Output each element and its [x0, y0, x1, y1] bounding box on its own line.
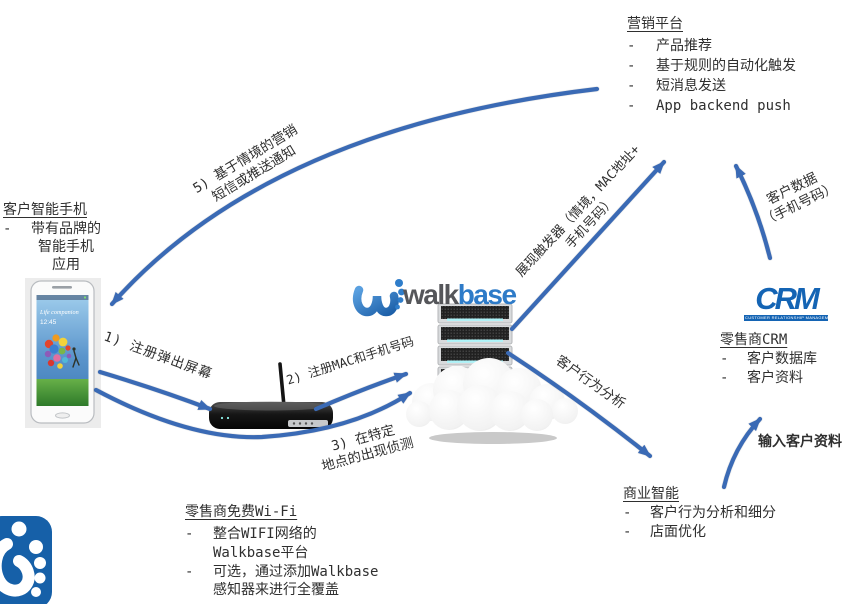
walkbase-wordmark-base: base	[457, 279, 517, 310]
walkbase-wordmark: walkbase	[403, 279, 517, 311]
smartphone-icon: Life companion 12:45	[25, 278, 101, 428]
list-item-continuation: Walkbase平台	[213, 544, 309, 561]
list-item: -App backend push	[627, 98, 791, 114]
marketing-platform-block: 营销平台 -产品推荐 -基于规则的自动化触发 -短消息发送 -App backe…	[627, 12, 796, 116]
server-cloud-icon	[406, 303, 578, 444]
list-item: -短消息发送	[627, 78, 726, 94]
arrow-step5-marketing-to-phone	[109, 86, 600, 307]
walkbase-footprint-icon	[352, 279, 405, 317]
business-intelligence-title: 商业智能	[623, 486, 679, 502]
wifi-router-image	[200, 358, 340, 438]
person-silhouette-icon	[72, 347, 80, 368]
smartphone-image: Life companion 12:45	[24, 272, 104, 430]
arrow-customer-data-crm-to-marketing	[733, 163, 773, 261]
retailer-wifi-title: 零售商免费Wi-Fi	[185, 504, 298, 520]
list-item: -客户行为分析和细分	[623, 505, 776, 521]
crm-logo-text: CRM	[755, 281, 820, 316]
crm-logo-subtext: CUSTOMER RELATIONSHIP MANAGEMENT	[744, 315, 828, 321]
list-item: -客户资料	[720, 370, 803, 386]
list-item: -基于规则的自动化触发	[627, 58, 796, 74]
arrow-trigger-servers-to-marketing	[509, 159, 667, 332]
arrow-input-profile-bi-to-crm	[721, 416, 763, 490]
marketing-platform-title: 营销平台	[627, 16, 683, 32]
customer-smartphone-title: 客户智能手机	[3, 202, 87, 218]
list-item: -产品推荐	[627, 38, 712, 54]
arrow-step3-phone-to-cloud	[93, 387, 413, 440]
arrow-behavior-cloud-to-bi	[505, 350, 653, 459]
walkbase-wordmark-walk: walk	[403, 279, 459, 310]
svg-text:12:45: 12:45	[40, 319, 57, 326]
list-item: -店面优化	[623, 523, 706, 540]
retailer-crm-title: 零售商CRM	[720, 332, 788, 348]
list-item: - 带有品牌的 智能手机 应用	[3, 221, 101, 273]
business-intelligence-block: 商业智能 -客户行为分析和细分 -店面优化	[623, 485, 776, 541]
retailer-wifi-block: 零售商免费Wi-Fi -整合WIFI网络的 Walkbase平台 -可选，通过添…	[185, 503, 378, 600]
arrow-step2-router-to-cloud	[313, 371, 409, 412]
walkbase-badge	[0, 514, 58, 604]
label-input-profile: 输入客户资料	[758, 434, 842, 450]
list-item-continuation: 感知器来进行全覆盖	[213, 582, 339, 599]
walkbase-badge-icon	[0, 516, 52, 604]
balloons-icon	[44, 334, 72, 369]
arrow-step1-phone-to-router	[97, 369, 213, 412]
router-icon	[209, 362, 333, 429]
list-item: -整合WIFI网络的	[185, 526, 317, 542]
server-cloud-image	[405, 296, 585, 448]
walkbase-logo	[352, 274, 406, 322]
cloud-icon	[406, 358, 578, 431]
retailer-crm-block: 零售商CRM -客户数据库 -客户资料	[720, 331, 817, 388]
customer-smartphone-block: 客户智能手机 - 带有品牌的 智能手机 应用	[3, 201, 107, 274]
crm-logo: CRM CUSTOMER RELATIONSHIP MANAGEMENT	[744, 281, 828, 321]
list-item: -可选，通过添加Walkbase	[185, 563, 379, 580]
svg-text:Life companion: Life companion	[39, 309, 79, 316]
list-item: -客户数据库	[720, 351, 817, 367]
